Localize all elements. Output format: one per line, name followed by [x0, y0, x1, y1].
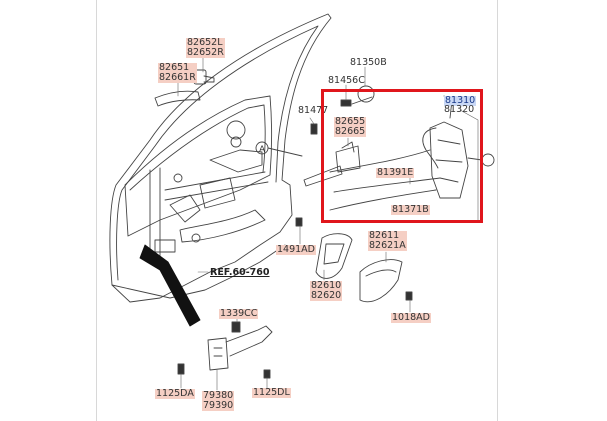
label-81477: 81477 [298, 105, 329, 116]
bolt-81456c [340, 85, 375, 107]
lock-link-82655 [303, 141, 361, 187]
bolt-1125dl [263, 369, 271, 379]
label-81310: 81310 [444, 95, 477, 106]
inside-handle-cover-82611 [359, 259, 403, 303]
label-81391e: 81391E [376, 167, 415, 178]
left-frame-line [96, 0, 97, 421]
label-81350b: 81350B [350, 57, 387, 68]
label-1125dl: 1125DL [252, 387, 291, 398]
label-81371b: 81371B [391, 204, 430, 215]
screw-1018ad [405, 291, 413, 301]
right-frame-line [497, 0, 498, 421]
lock-cables [329, 149, 441, 211]
label-81456c: 81456C [328, 75, 365, 86]
label-1018ad: 1018AD [391, 312, 431, 323]
callout-a-letter: A [259, 145, 266, 155]
label-1125da: 1125DA [155, 388, 195, 399]
screw-81477 [310, 123, 318, 135]
inner-frame-mechanism [149, 120, 269, 263]
latch-highlight-box [321, 89, 483, 223]
label-1491ad: 1491AD [276, 244, 316, 255]
door-frame [109, 13, 332, 303]
label-81320: 81320 [444, 104, 475, 115]
bolt-1125da [177, 363, 185, 375]
check-strap [139, 244, 201, 327]
ref-label: REF.60-760 [210, 267, 270, 278]
inside-handle-82610 [315, 233, 353, 279]
leader-lines [177, 51, 479, 391]
door-hinge-79380 [207, 321, 273, 371]
screw-1491ad [295, 217, 303, 227]
label-1339cc: 1339CC [219, 308, 259, 319]
outside-handle [154, 69, 215, 107]
